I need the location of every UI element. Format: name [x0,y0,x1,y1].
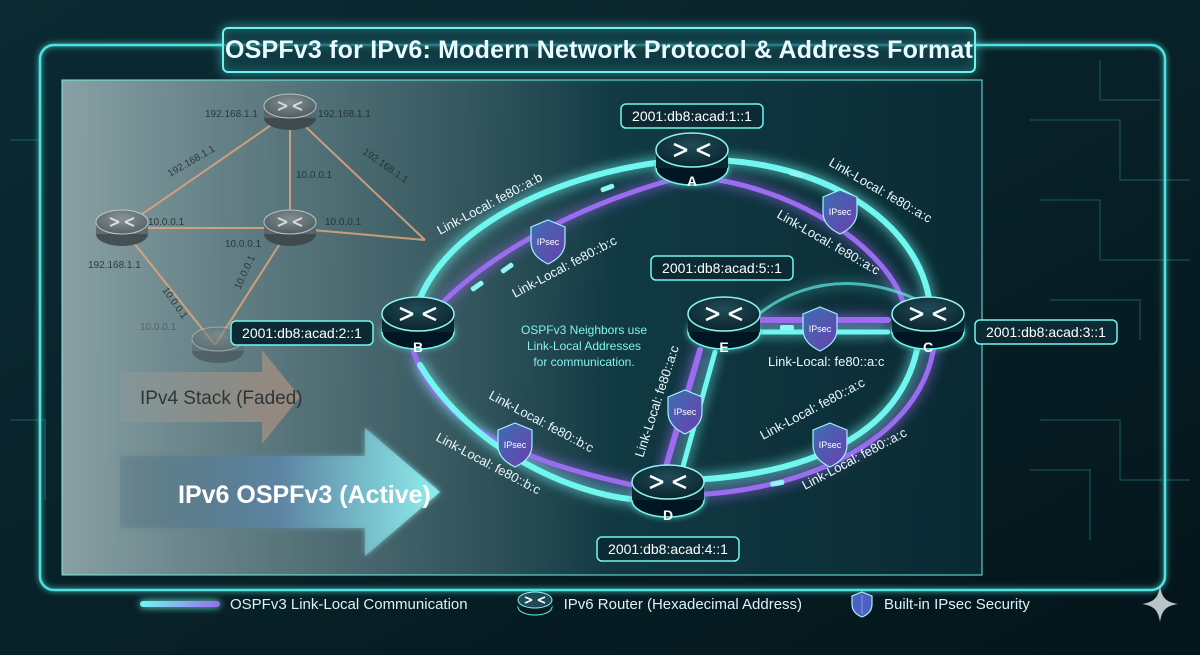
link-c-d [687,332,938,498]
router-d[interactable]: D [631,464,705,523]
address-box-e: 2001:db8:acad:5::1 [650,255,794,281]
ipv4-stack-arrow: IPv4 Stack (Faded) [120,350,303,444]
ipv4-router [263,93,317,130]
router-arrows-icon [909,306,947,322]
link-packets [470,170,804,487]
ipv4-label: 192.168.1.1 [318,109,371,120]
ipv4-label: 10.0.0.1 [140,322,177,333]
router-a-label: A [687,173,697,189]
ipsec-label: IPsec [819,440,842,450]
router-d-address: 2001:db8:acad:4::1 [608,541,728,557]
address-box-b: 2001:db8:acad:2::1 [230,320,374,346]
ipsec-shield: IPsec [497,422,533,468]
router-arrows-icon [705,306,743,322]
router-c-label: C [923,339,933,355]
sparkle-icon [1142,586,1178,622]
ipv4-label: 10.0.0.1 [325,217,362,228]
address-box-c: 2001:db8:acad:3::1 [974,319,1118,345]
ipv4-network: 192.168.1.1 192.168.1.1 192.168.1.1 192.… [88,93,426,363]
link-b-d-inner [417,362,651,503]
legend-item-link: OSPFv3 Link-Local Communication [140,596,468,613]
router-arrows-icon [399,306,437,322]
router-b[interactable]: B [381,296,455,355]
router-arrows-icon [673,142,711,158]
ipsec-shield: IPsec [822,189,858,235]
ipsec-shield: IPsec [530,219,566,265]
legend: OSPFv3 Link-Local Communication IPv6 Rou… [140,586,1078,622]
address-box-d: 2001:db8:acad:4::1 [596,536,740,562]
ipsec-label: IPsec [674,407,697,417]
ipv6-routers: A B C D [381,132,965,523]
ipsec-label: IPsec [809,324,832,334]
router-b-label: B [413,339,423,355]
link-line-icon [140,601,220,607]
ipv4-label: 10.0.0.1 [148,217,185,228]
ipv4-label: 192.168.1.1 [88,260,141,271]
router-d-label: D [663,507,673,523]
shield-icon [851,591,873,618]
link-label-ec: Link-Local: fe80::a:c [768,354,885,369]
router-e-address: 2001:db8:acad:5::1 [662,260,782,276]
ipv4-router [263,209,317,246]
ipv4-router [95,209,149,246]
title-banner: OSPFv3 for IPv6: Modern Network Protocol… [222,27,976,73]
ipsec-label: IPsec [537,237,560,247]
router-e[interactable]: E [687,296,761,355]
ipsec-shield: IPsec [812,422,848,468]
router-c[interactable]: C [891,296,965,355]
page-title: OSPFv3 for IPv6: Modern Network Protocol… [224,35,974,64]
legend-router-label: IPv6 Router (Hexadecimal Address) [563,595,803,613]
address-box-a: 2001:db8:acad:1::1 [620,103,764,129]
router-icon [517,591,553,616]
ipv4-stack-label: IPv4 Stack (Faded) [140,388,303,409]
ipv6-active-arrow: IPv6 OSPFv3 (Active) [120,428,440,556]
router-arrows-icon [649,474,687,490]
ipsec-shields: IPsec IPsec IPsec IPsec IPsec IPsec [497,189,858,468]
router-c-address: 2001:db8:acad:3::1 [986,324,1106,340]
link-a-b [410,157,685,325]
legend-item-router: IPv6 Router (Hexadecimal Address) [516,591,802,617]
legend-item-ipsec: Built-in IPsec Security [850,590,1030,618]
router-e-label: E [719,339,728,355]
router-b-address: 2001:db8:acad:2::1 [242,325,362,341]
ipsec-label: IPsec [829,207,852,217]
neighbor-note-line: for communication. [533,355,634,369]
router-a[interactable]: A [655,132,729,189]
ipv4-label: 10.0.0.1 [296,170,333,181]
legend-link-label: OSPFv3 Link-Local Communication [230,595,468,613]
router-a-address: 2001:db8:acad:1::1 [632,108,752,124]
ipv4-label: 10.0.0.1 [225,239,262,250]
circuit-decoration [10,60,1190,540]
legend-ipsec-label: Built-in IPsec Security [884,595,1030,613]
ipsec-shield: IPsec [667,389,703,435]
ipv4-label: 192.168.1.1 [205,109,258,120]
ipv6-banner: IPv6 OSPFv3 (Active) [178,481,431,509]
ipsec-shield: IPsec [802,306,838,352]
neighbor-note-line: Link-Local Addresses [527,339,641,353]
neighbor-note-line: OSPFv3 Neighbors use [521,323,647,337]
neighbor-note: OSPFv3 Neighbors use Link-Local Addresse… [521,323,647,369]
ipsec-label: IPsec [504,440,527,450]
router-addresses: 2001:db8:acad:1::1 2001:db8:acad:2::1 20… [230,103,1118,562]
